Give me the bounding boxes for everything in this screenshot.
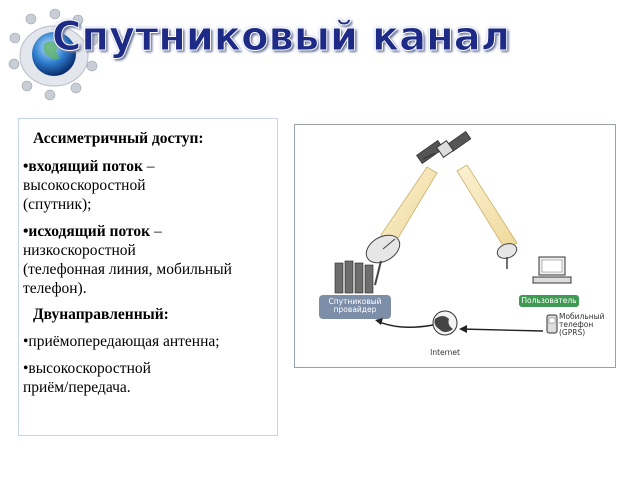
server-racks-icon xyxy=(334,260,374,294)
item-outgoing-line4: телефон). xyxy=(23,280,87,297)
mobile-label-line2: телефон xyxy=(559,320,594,329)
internet-globe-icon xyxy=(432,310,458,336)
item-incoming-line1: •входящий поток – xyxy=(23,157,155,176)
item-incoming-bold: •входящий поток xyxy=(23,158,143,175)
satellite-diagram: Спутниковый провайдер Пользователь Мобил… xyxy=(294,124,616,368)
provider-dish-icon xyxy=(365,234,401,286)
heading-asymmetric: Ассиметричный доступ: xyxy=(33,130,204,147)
downlink-beam-right xyxy=(456,164,518,250)
item-outgoing-line1: •исходящий поток – xyxy=(23,222,162,241)
item-highspeed-line2: приём/передача. xyxy=(23,379,131,396)
provider-label: Спутниковый провайдер xyxy=(319,298,391,314)
text-panel: Ассиметричный доступ: •входящий поток – … xyxy=(18,118,278,436)
mobile-label-line3: (GPRS) xyxy=(559,328,586,337)
item-outgoing-bold: •исходящий поток xyxy=(23,223,151,240)
heading-bidirectional: Двунаправленный: xyxy=(33,306,169,323)
item-incoming-line3: (спутник); xyxy=(23,196,92,213)
mobile-label: Мобильный телефон (GPRS) xyxy=(559,313,604,337)
downlink-beam-left xyxy=(380,166,438,244)
satellite-icon xyxy=(416,130,472,164)
item-outgoing-dash: – xyxy=(150,223,162,240)
item-outgoing-line2: низкоскоростной xyxy=(23,242,136,259)
item-highspeed-line1: •высокоскоростной xyxy=(23,360,151,377)
slide-title: Спутниковый канал xyxy=(52,14,511,61)
arrow-internet-to-provider xyxy=(376,320,434,328)
mobile-label-line1: Мобильный xyxy=(559,312,605,321)
provider-label-line1: Спутниковый xyxy=(328,297,382,306)
arrow-phone-to-internet xyxy=(460,328,544,332)
user-label: Пользователь xyxy=(521,296,577,305)
provider-label-line2: провайдер xyxy=(333,305,377,314)
item-outgoing-line3: (телефонная линия, мобильный xyxy=(23,261,232,278)
user-dish-icon xyxy=(496,243,518,269)
internet-label: Internet xyxy=(430,348,460,357)
provider-badge xyxy=(319,295,391,319)
computer-icon xyxy=(532,256,572,284)
mobile-phone-icon xyxy=(546,314,558,334)
item-incoming-line2: высокоскоростной xyxy=(23,177,146,194)
globe-people-logo xyxy=(0,0,110,110)
user-badge xyxy=(519,295,579,307)
item-incoming-dash: – xyxy=(142,158,155,175)
item-antenna: •приёмопередающая антенна; xyxy=(23,333,220,350)
